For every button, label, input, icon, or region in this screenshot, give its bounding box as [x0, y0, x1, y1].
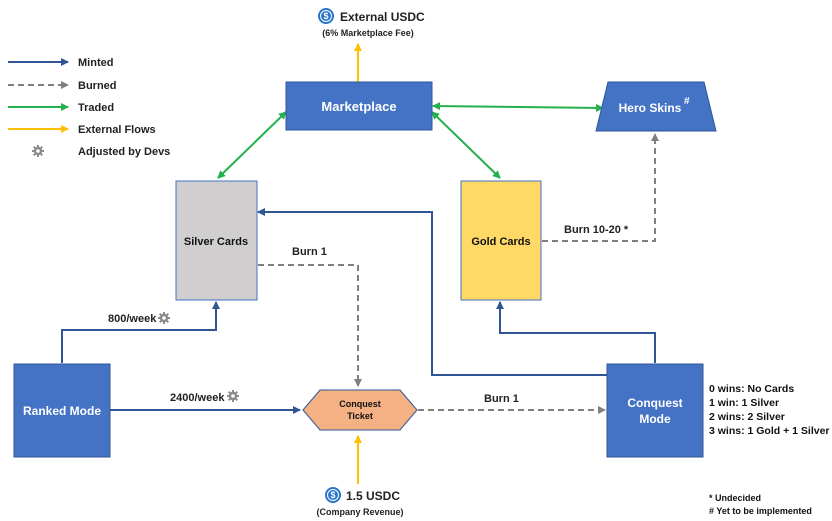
hero-skins-label: Hero Skins [619, 101, 682, 115]
silver-rate-label: 800/week [108, 313, 157, 325]
external-usdc-bottom: 1.5 USDC (Company Revenue) [316, 486, 404, 517]
conquest-ticket-label-line1: Conquest [339, 399, 381, 409]
external-top-title: External USDC [340, 10, 425, 24]
reward-item: 0 wins: No Cards [709, 383, 794, 395]
burn-ticket-label: Burn 1 [484, 393, 519, 405]
marketplace-node: Marketplace [285, 81, 433, 131]
legend-external-label: External Flows [78, 124, 156, 136]
edge-gold-burn-to-heroskins [542, 133, 659, 242]
hero-skins-mark: # [684, 96, 690, 107]
edge-silver-burn-to-ticket [258, 264, 362, 387]
gear-icon [31, 144, 45, 158]
silver-cards-node: Silver Cards [175, 180, 258, 301]
rewards-list: 0 wins: No Cards 1 win: 1 Silver 2 wins:… [709, 383, 830, 437]
footnotes: * Undecided # Yet to be implemented [709, 493, 812, 516]
legend-burned-label: Burned [78, 80, 117, 92]
gold-cards-node: Gold Cards [460, 180, 542, 301]
edge-marketplace-silver [217, 111, 287, 179]
edge-marketplace-heroskins [432, 102, 604, 112]
conquest-ticket-node: Conquest Ticket [302, 389, 418, 431]
ticket-rate-label: 2400/week [170, 392, 225, 404]
ranked-mode-label: Ranked Mode [23, 404, 101, 418]
external-usdc-top: External USDC (6% Marketplace Fee) [317, 7, 425, 38]
legend-minted-label: Minted [78, 57, 113, 69]
legend-adjusted-label: Adjusted by Devs [78, 146, 170, 158]
footnote-undecided: * Undecided [709, 493, 761, 503]
legend-traded-label: Traded [78, 102, 114, 114]
gear-icon [157, 311, 171, 325]
usdc-icon [317, 7, 335, 25]
legend: Minted Burned Traded External Flows Adju… [8, 57, 170, 158]
ranked-mode-node: Ranked Mode [13, 363, 111, 458]
external-bottom-title: 1.5 USDC [346, 489, 400, 503]
edge-ranked-to-silver [61, 301, 220, 363]
reward-item: 1 win: 1 Silver [709, 397, 779, 409]
reward-item: 3 wins: 1 Gold + 1 Silver [709, 425, 830, 437]
edge-conquest-to-gold [496, 301, 656, 363]
reward-item: 2 wins: 2 Silver [709, 411, 785, 423]
footnote-not-implemented: # Yet to be implemented [709, 506, 812, 516]
conquest-mode-label-line2: Mode [639, 412, 671, 426]
hero-skins-node: Hero Skins # [595, 81, 717, 132]
conquest-mode-label-line1: Conquest [627, 396, 682, 410]
conquest-ticket-label-line2: Ticket [347, 411, 373, 421]
external-bottom-subtitle: (Company Revenue) [316, 507, 403, 517]
edge-marketplace-gold [431, 111, 501, 179]
usdc-icon [324, 486, 342, 504]
burn-gold-label: Burn 10-20 * [564, 224, 629, 236]
marketplace-label: Marketplace [321, 99, 396, 114]
silver-cards-label: Silver Cards [184, 236, 248, 248]
external-top-subtitle: (6% Marketplace Fee) [322, 28, 414, 38]
burn-silver-label: Burn 1 [292, 246, 327, 258]
conquest-mode-node: Conquest Mode [606, 363, 704, 458]
gear-icon [226, 389, 240, 403]
edge-conquest-to-silver [257, 208, 607, 376]
gold-cards-label: Gold Cards [471, 236, 530, 248]
